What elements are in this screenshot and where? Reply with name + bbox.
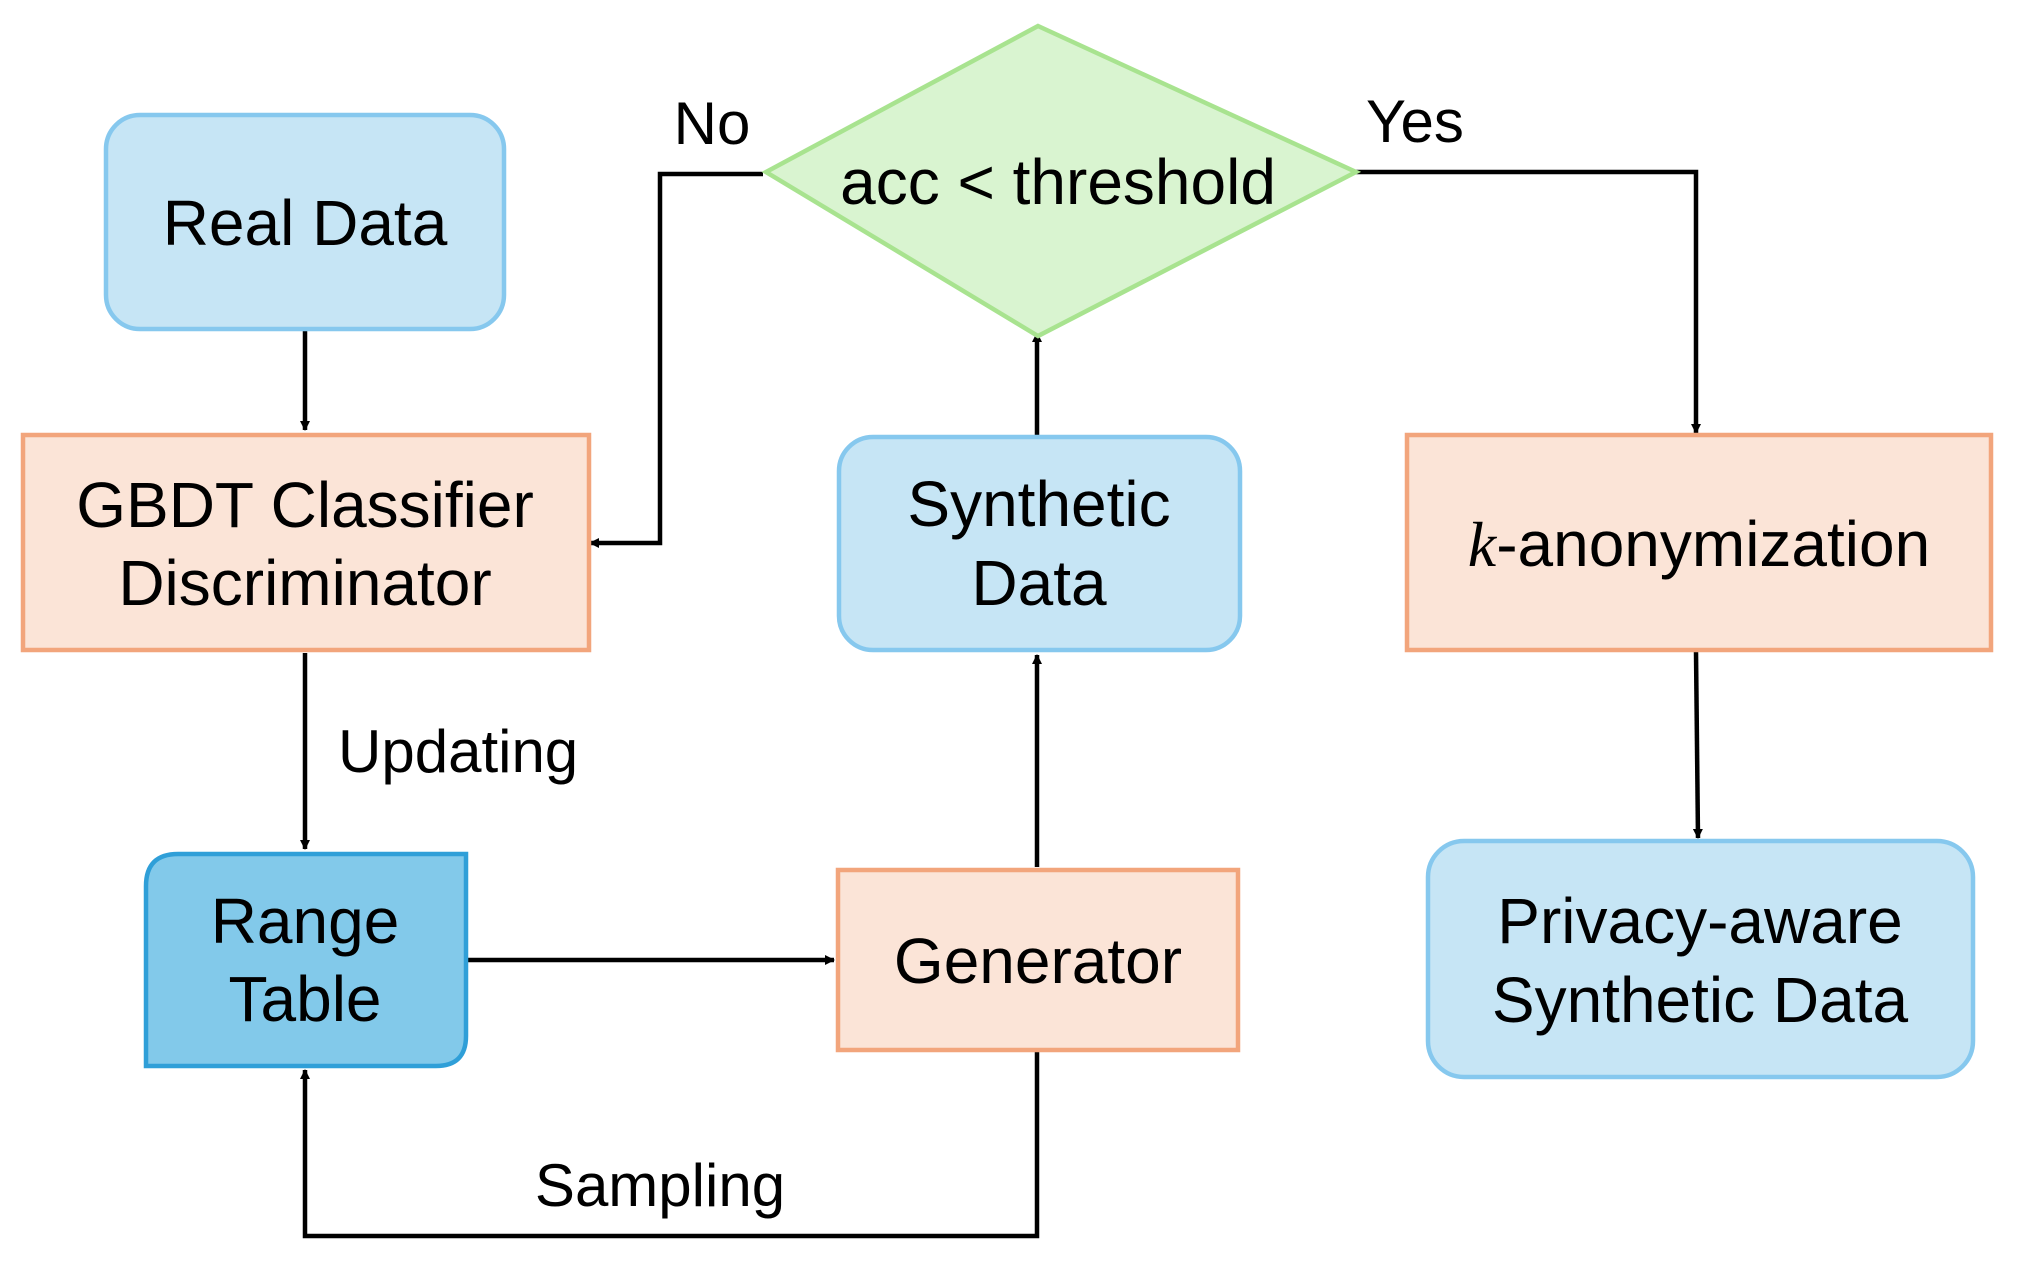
decision-label: acc < threshold [840, 146, 1276, 218]
node-synthetic-data: Synthetic Data [836, 434, 1243, 653]
edge-kanon-to-privacy [1692, 651, 1703, 839]
node-gbdt-classifier: GBDT Classifier Discriminator [20, 432, 592, 653]
gbdt-box [20, 432, 592, 653]
node-privacy-aware: Privacy-aware Synthetic Data [1425, 838, 1976, 1080]
k-symbol: k [1468, 509, 1498, 580]
node-generator: Generator [835, 867, 1241, 1053]
edge-label-no: No [674, 90, 751, 157]
node-decision-threshold: acc < threshold [761, 23, 1362, 339]
anonymization-text: -anonymization [1496, 508, 1930, 580]
synthetic-data-label-line2: Data [971, 547, 1107, 619]
node-real-data: Real Data [103, 112, 507, 332]
decision-diamond [761, 23, 1362, 339]
range-table-label-line1: Range [211, 885, 400, 957]
range-table-label-line2: Table [229, 963, 382, 1035]
edge-decision-yes-to-kanon [1354, 169, 1701, 434]
gbdt-label-line2: Discriminator [118, 547, 491, 619]
real-data-label: Real Data [163, 187, 448, 259]
privacy-aware-box [1425, 838, 1976, 1080]
edges [300, 169, 1703, 1239]
k-anonymization-label: k-anonymization [1468, 508, 1930, 580]
synthetic-data-label-line1: Synthetic [907, 468, 1170, 540]
edge-label-yes: Yes [1366, 88, 1464, 155]
synthetic-data-box [836, 434, 1243, 653]
privacy-aware-label-line1: Privacy-aware [1497, 885, 1902, 957]
edge-generator-sampling-to-rangetable [300, 1052, 1040, 1239]
gbdt-label-line1: GBDT Classifier [76, 469, 534, 541]
k-anonymization-box [1404, 432, 1994, 653]
privacy-aware-label-line2: Synthetic Data [1492, 964, 1909, 1036]
edge-label-sampling: Sampling [535, 1152, 785, 1219]
node-range-table: Range Table [143, 851, 469, 1069]
edge-label-updating: Updating [338, 718, 578, 785]
generator-box [835, 867, 1241, 1053]
range-table-box [143, 851, 469, 1069]
node-k-anonymization: k-anonymization [1404, 432, 1994, 653]
real-data-box [103, 112, 507, 332]
edge-decision-no-to-gbdt [589, 171, 763, 548]
generator-label: Generator [894, 925, 1182, 997]
